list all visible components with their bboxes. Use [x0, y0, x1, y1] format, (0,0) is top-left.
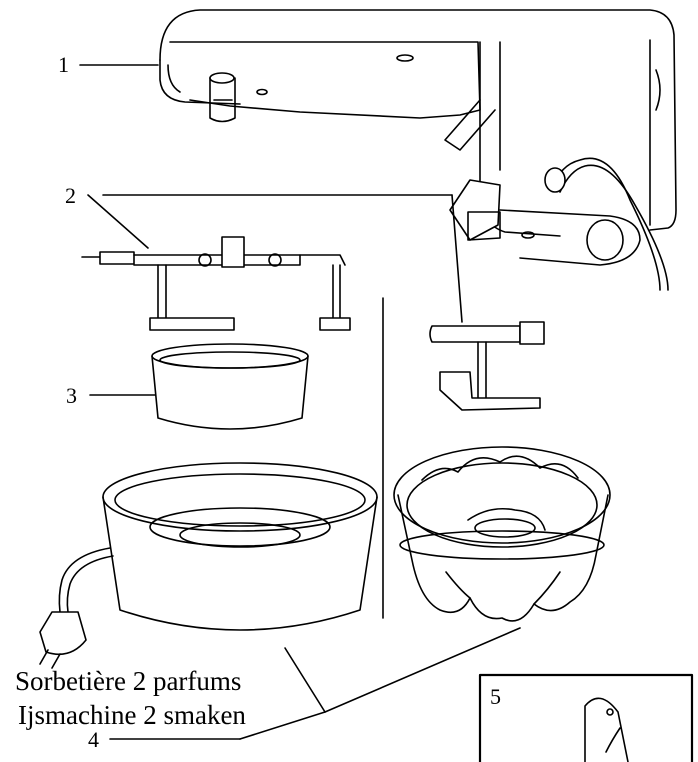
caption-french: Sorbetière 2 parfums [15, 666, 241, 696]
callout-1: 1 [58, 52, 69, 77]
small-bowl [89, 343, 309, 430]
motor-head [79, 9, 677, 291]
caption-dutch: Ijsmachine 2 smaken [18, 700, 246, 730]
callout-4: 4 [88, 727, 99, 752]
inset-box-5 [478, 673, 694, 762]
leader-lines [109, 627, 521, 740]
jelly-mould [393, 446, 611, 622]
callout-2: 2 [65, 183, 76, 208]
callout-5: 5 [490, 684, 501, 709]
freezer-base [39, 462, 378, 669]
callout-3: 3 [66, 383, 77, 408]
dasher-assembly [81, 194, 545, 411]
